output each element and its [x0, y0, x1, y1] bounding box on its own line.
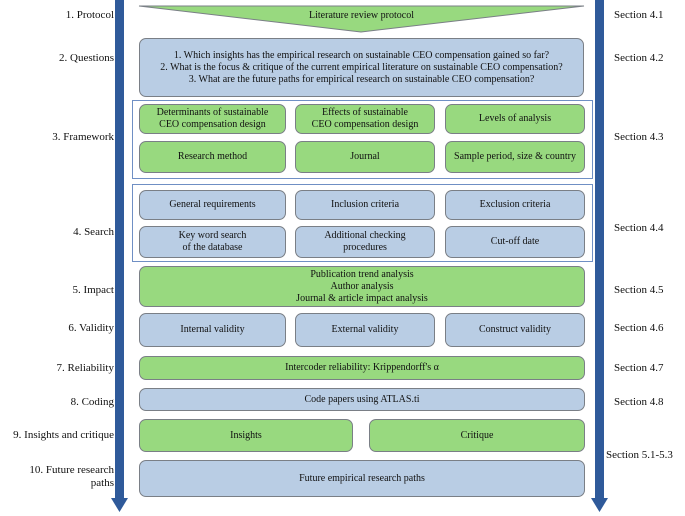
step-label-validity: 6. Validity — [68, 322, 114, 334]
search-exclusion-box: Exclusion criteria — [445, 190, 585, 220]
step-label-search: 4. Search — [73, 226, 114, 238]
framework-sample-box: Sample period, size & country — [445, 141, 585, 173]
future-box: Future empirical research paths — [139, 460, 585, 497]
left-arrow-shaft — [115, 0, 124, 500]
right-arrow-head — [591, 498, 608, 512]
left-arrow-head — [111, 498, 128, 512]
search-additional-box: Additional checking procedures — [295, 226, 435, 258]
step-label-insights: 9. Insights and critique — [13, 429, 114, 441]
search-inclusion-box: Inclusion criteria — [295, 190, 435, 220]
protocol-text: Literature review protocol — [309, 10, 414, 21]
step-label-reliability: 7. Reliability — [56, 362, 114, 374]
section-label-4-5: Section 4.5 — [614, 284, 664, 296]
critique-box: Critique — [369, 419, 585, 452]
impact-box: Publication trend analysis Author analys… — [139, 266, 585, 307]
section-label-4-1: Section 4.1 — [614, 9, 664, 21]
right-arrow-shaft — [595, 0, 604, 500]
coding-box: Code papers using ATLAS.ti — [139, 388, 585, 411]
section-label-5-1-5-3: Section 5.1-5.3 — [606, 449, 673, 461]
validity-internal-box: Internal validity — [139, 313, 286, 347]
framework-determinants-box: Determinants of sustainable CEO compensa… — [139, 104, 286, 134]
search-general-box: General requirements — [139, 190, 286, 220]
step-label-future: 10. Future research paths — [29, 464, 114, 489]
step-label-protocol: 1. Protocol — [65, 9, 114, 21]
section-label-4-2: Section 4.2 — [614, 52, 664, 64]
section-label-4-8: Section 4.8 — [614, 396, 664, 408]
section-label-4-3: Section 4.3 — [614, 131, 664, 143]
step-label-impact: 5. Impact — [72, 284, 114, 296]
search-keyword-box: Key word search of the database — [139, 226, 286, 258]
step-label-framework: 3. Framework — [52, 131, 114, 143]
search-cutoff-box: Cut-off date — [445, 226, 585, 258]
reliability-box: Intercoder reliability: Krippendorff's α — [139, 356, 585, 380]
insights-box: Insights — [139, 419, 353, 452]
validity-external-box: External validity — [295, 313, 435, 347]
validity-construct-box: Construct validity — [445, 313, 585, 347]
search-bracket — [132, 184, 593, 262]
protocol-funnel — [138, 5, 585, 33]
framework-levels-box: Levels of analysis — [445, 104, 585, 134]
framework-effects-box: Effects of sustainable CEO compensation … — [295, 104, 435, 134]
step-label-coding: 8. Coding — [70, 396, 114, 408]
framework-method-box: Research method — [139, 141, 286, 173]
section-label-4-7: Section 4.7 — [614, 362, 664, 374]
section-label-4-6: Section 4.6 — [614, 322, 664, 334]
framework-journal-box: Journal — [295, 141, 435, 173]
section-label-4-4: Section 4.4 — [614, 222, 664, 234]
step-label-questions: 2. Questions — [59, 52, 114, 64]
framework-bracket — [132, 100, 593, 179]
questions-box: 1. Which insights has the empirical rese… — [139, 38, 584, 97]
